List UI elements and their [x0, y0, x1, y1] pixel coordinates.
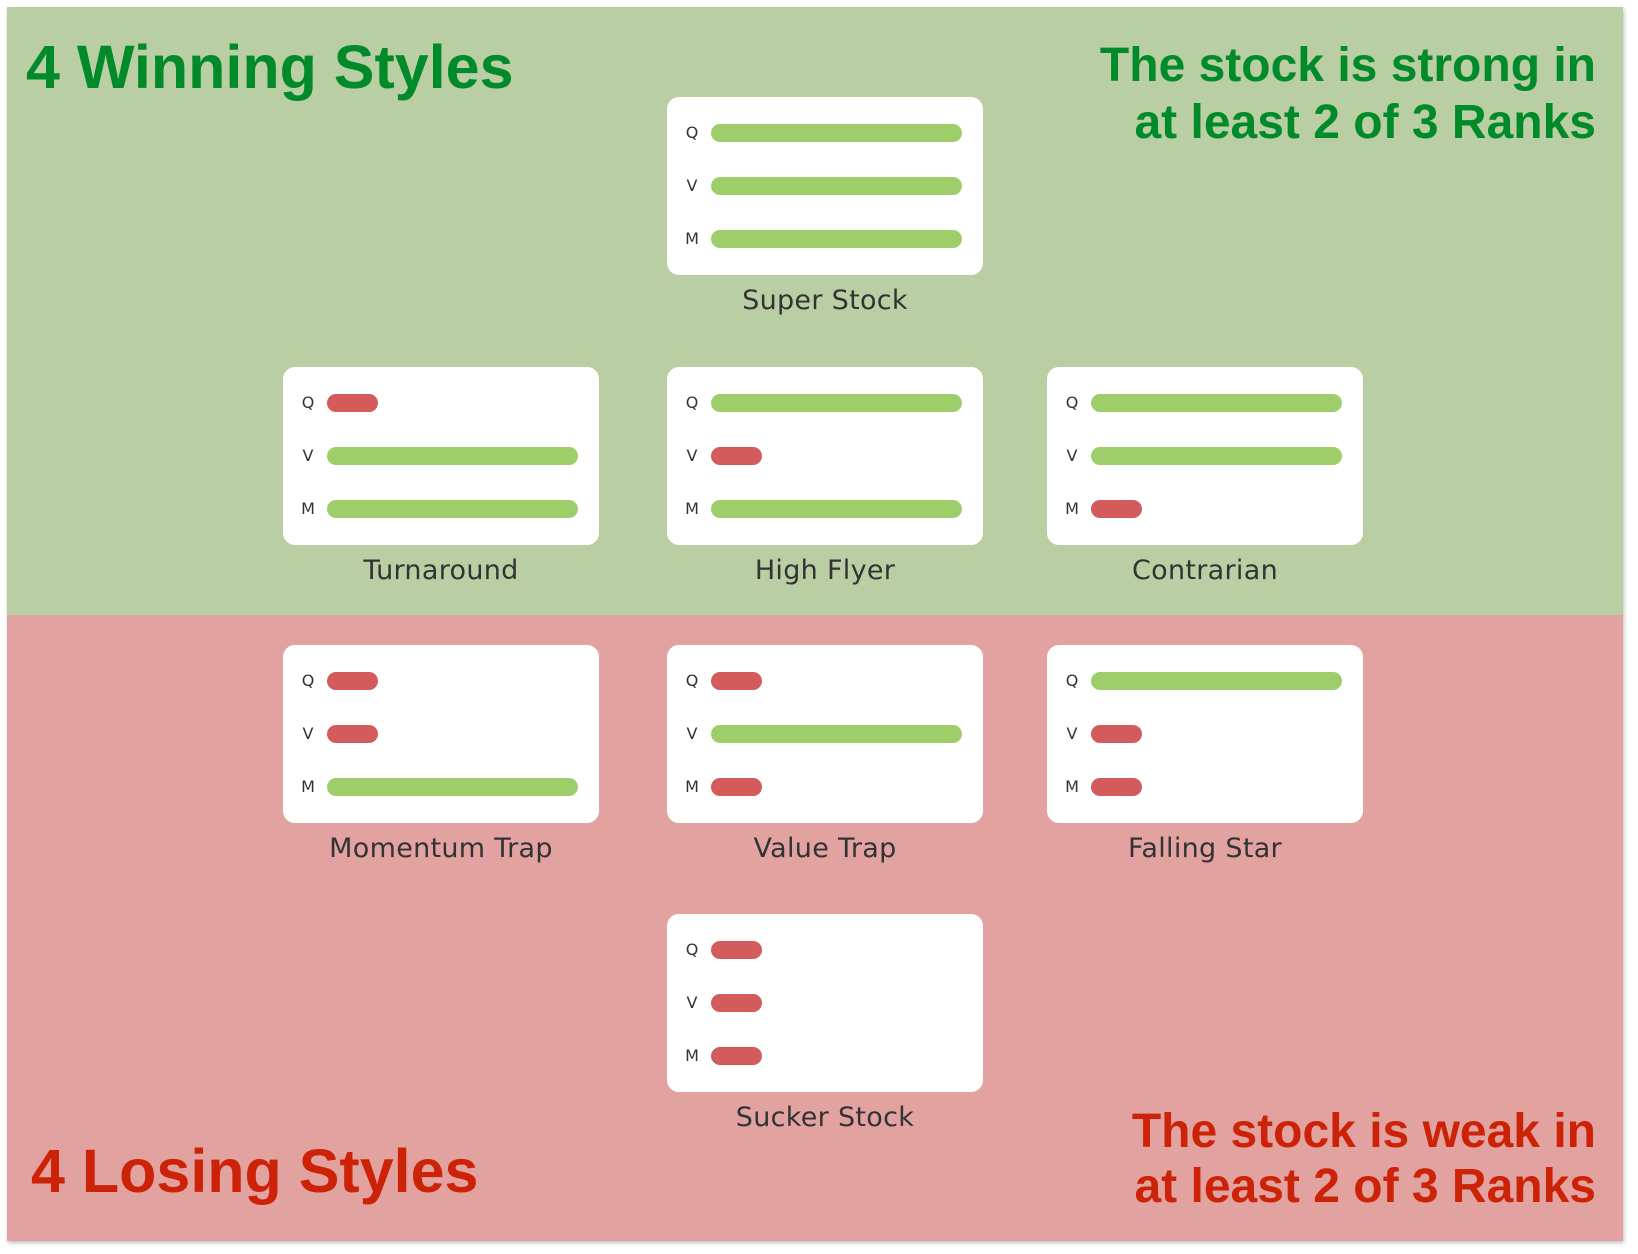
style-name: Sucker Stock: [735, 1102, 915, 1133]
rank-bar-weak: [1091, 778, 1142, 796]
rank-row-q: Q: [667, 123, 983, 142]
rank-label: Q: [1065, 393, 1079, 412]
rank-label: V: [686, 993, 698, 1012]
rank-row-q: Q: [667, 393, 983, 412]
rank-bar-strong: [1091, 394, 1342, 412]
rank-label: V: [686, 176, 698, 195]
rank-label: M: [301, 499, 315, 518]
losing-note-line2: at least 2 of 3 Ranks: [1134, 1160, 1596, 1213]
rank-label: V: [302, 446, 314, 465]
winning-note-line1: The stock is strong in: [1099, 39, 1596, 92]
rank-bar-weak: [711, 778, 762, 796]
rank-bar-strong: [327, 447, 578, 465]
rank-row-v: V: [667, 993, 983, 1012]
rank-bar-weak: [1091, 500, 1142, 518]
style-name: Super Stock: [742, 285, 908, 316]
rank-bar-weak: [711, 994, 762, 1012]
rank-bar-strong: [711, 500, 962, 518]
rank-row-v: V: [1047, 724, 1363, 743]
style-name: Turnaround: [363, 555, 519, 586]
rank-bar-strong: [1091, 447, 1342, 465]
rank-label: M: [685, 1046, 699, 1065]
rank-bar-strong: [327, 778, 578, 796]
winning-note: The stock is strong in at least 2 of 3 R…: [1100, 37, 1596, 151]
rank-row-v: V: [283, 724, 599, 743]
losing-styles-title: 4 Losing Styles: [31, 1137, 479, 1205]
rank-row-m: M: [667, 499, 983, 518]
style-card-momentum-trap: Q V M: [283, 645, 599, 823]
style-card-sucker-stock: Q V M: [667, 914, 983, 1092]
rank-bar-weak: [327, 394, 378, 412]
style-name: Contrarian: [1132, 555, 1278, 586]
style-card-falling-star: Q V M: [1047, 645, 1363, 823]
rank-label: V: [1066, 724, 1078, 743]
rank-label: M: [1065, 777, 1079, 796]
rank-label: M: [685, 499, 699, 518]
rank-row-q: Q: [667, 671, 983, 690]
rank-row-v: V: [1047, 446, 1363, 465]
rank-label: Q: [301, 393, 315, 412]
rank-row-q: Q: [283, 393, 599, 412]
rank-bar-strong: [711, 177, 962, 195]
rank-bar-strong: [711, 230, 962, 248]
rank-label: Q: [301, 671, 315, 690]
rank-bar-weak: [1091, 725, 1142, 743]
rank-bar-weak: [711, 1047, 762, 1065]
rank-label: Q: [685, 123, 699, 142]
style-card-high-flyer: Q V M: [667, 367, 983, 545]
rank-row-v: V: [667, 724, 983, 743]
style-name: High Flyer: [754, 555, 896, 586]
style-card-turnaround: Q V M: [283, 367, 599, 545]
winning-note-line2: at least 2 of 3 Ranks: [1134, 96, 1596, 149]
rank-label: V: [686, 724, 698, 743]
rank-row-m: M: [667, 777, 983, 796]
rank-bar-strong: [327, 500, 578, 518]
rank-row-q: Q: [1047, 393, 1363, 412]
rank-label: Q: [685, 393, 699, 412]
rank-label: Q: [685, 671, 699, 690]
rank-bar-strong: [711, 394, 962, 412]
style-name: Value Trap: [753, 833, 897, 864]
rank-row-q: Q: [283, 671, 599, 690]
style-card-super-stock: Q V M: [667, 97, 983, 275]
rank-row-q: Q: [667, 940, 983, 959]
style-name: Falling Star: [1128, 833, 1282, 864]
rank-bar-weak: [327, 672, 378, 690]
rank-row-m: M: [1047, 777, 1363, 796]
rank-row-v: V: [667, 176, 983, 195]
rank-label: M: [1065, 499, 1079, 518]
rank-label: V: [1066, 446, 1078, 465]
losing-note: The stock is weak in at least 2 of 3 Ran…: [1132, 1104, 1596, 1214]
winning-styles-title: 4 Winning Styles: [26, 33, 514, 101]
rank-label: Q: [1065, 671, 1079, 690]
rank-label: Q: [685, 940, 699, 959]
rank-bar-weak: [711, 447, 762, 465]
rank-bar-strong: [711, 124, 962, 142]
rank-row-v: V: [667, 446, 983, 465]
rank-bar-weak: [711, 941, 762, 959]
rank-row-q: Q: [1047, 671, 1363, 690]
rank-label: M: [685, 229, 699, 248]
rank-row-v: V: [283, 446, 599, 465]
rank-row-m: M: [283, 777, 599, 796]
rank-row-m: M: [667, 229, 983, 248]
rank-label: M: [301, 777, 315, 796]
rank-bar-weak: [327, 725, 378, 743]
rank-bar-weak: [711, 672, 762, 690]
rank-bar-strong: [1091, 672, 1342, 690]
style-card-value-trap: Q V M: [667, 645, 983, 823]
losing-note-line1: The stock is weak in: [1131, 1105, 1596, 1158]
rank-bar-strong: [711, 725, 962, 743]
rank-row-m: M: [1047, 499, 1363, 518]
rank-row-m: M: [667, 1046, 983, 1065]
rank-label: M: [685, 777, 699, 796]
style-name: Momentum Trap: [329, 833, 553, 864]
rank-label: V: [302, 724, 314, 743]
style-card-contrarian: Q V M: [1047, 367, 1363, 545]
rank-row-m: M: [283, 499, 599, 518]
rank-label: V: [686, 446, 698, 465]
